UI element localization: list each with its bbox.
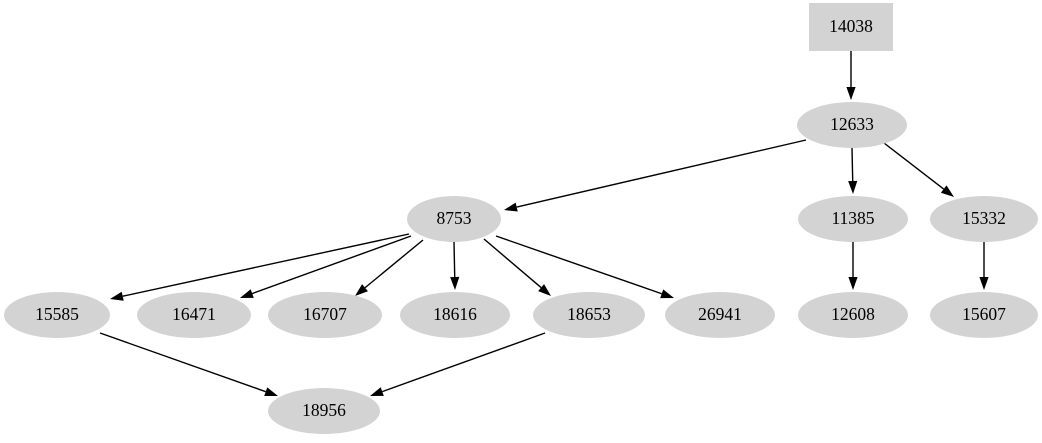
graph-edge-arrowhead-11385-to-12608 bbox=[848, 277, 858, 290]
graph-edge-arrowhead-18653-to-18956 bbox=[370, 387, 384, 396]
graph-node-15585[interactable]: 15585 bbox=[4, 292, 110, 338]
graph-node-15332[interactable]: 15332 bbox=[930, 196, 1038, 242]
node-shape-ellipse-16471[interactable] bbox=[137, 292, 251, 338]
graph-edge-arrowhead-14038-to-12633 bbox=[846, 87, 856, 100]
node-shape-ellipse-15607[interactable] bbox=[930, 292, 1038, 338]
edges-layer bbox=[99, 51, 989, 396]
graph-edge-12633-to-11385 bbox=[851, 147, 854, 182]
graph-node-12633[interactable]: 12633 bbox=[797, 102, 907, 148]
graph-node-18616[interactable]: 18616 bbox=[400, 292, 510, 338]
graph-edge-arrowhead-12633-to-11385 bbox=[848, 180, 858, 194]
graph-edge-arrowhead-8753-to-26941 bbox=[660, 289, 674, 299]
node-shape-ellipse-18956[interactable] bbox=[268, 388, 380, 434]
node-shape-ellipse-26941[interactable] bbox=[665, 292, 775, 338]
graph-node-16707[interactable]: 16707 bbox=[268, 292, 382, 338]
graph-edge-arrowhead-8753-to-18616 bbox=[450, 276, 460, 290]
graph-edge-arrowhead-8753-to-15585 bbox=[110, 291, 124, 301]
node-shape-ellipse-12633[interactable] bbox=[797, 102, 907, 148]
graph-edge-8753-to-15585 bbox=[122, 233, 410, 297]
graph-edge-8753-to-16471 bbox=[251, 235, 412, 295]
node-shape-ellipse-8753[interactable] bbox=[407, 196, 501, 242]
graph-node-14038[interactable]: 14038 bbox=[809, 3, 893, 51]
graph-edge-arrowhead-8753-to-18653 bbox=[538, 284, 551, 296]
graph-node-26941[interactable]: 26941 bbox=[665, 292, 775, 338]
node-shape-ellipse-12608[interactable] bbox=[798, 292, 908, 338]
graph-node-12608[interactable]: 12608 bbox=[798, 292, 908, 338]
graph-edge-8753-to-18616 bbox=[453, 241, 456, 278]
graph-edge-12633-to-8753 bbox=[516, 139, 807, 208]
graph-edge-18653-to-18956 bbox=[381, 332, 546, 393]
graph-edge-15585-to-18956 bbox=[99, 332, 266, 393]
graph-node-15607[interactable]: 15607 bbox=[930, 292, 1038, 338]
node-shape-rect-14038[interactable] bbox=[809, 3, 893, 51]
node-shape-ellipse-15585[interactable] bbox=[4, 292, 110, 338]
graph-node-11385[interactable]: 11385 bbox=[798, 196, 908, 242]
graph-node-18653[interactable]: 18653 bbox=[533, 292, 645, 338]
graph-edge-8753-to-26941 bbox=[495, 235, 662, 295]
graph-edge-arrowhead-8753-to-16707 bbox=[355, 284, 368, 296]
graph-edge-arrowhead-12633-to-8753 bbox=[504, 202, 518, 212]
node-shape-ellipse-11385[interactable] bbox=[798, 196, 908, 242]
graph-edge-arrowhead-8753-to-16471 bbox=[240, 289, 254, 298]
graph-edge-8753-to-16707 bbox=[364, 239, 424, 289]
graph-node-16471[interactable]: 16471 bbox=[137, 292, 251, 338]
graph-edge-arrowhead-12633-to-15332 bbox=[940, 185, 954, 197]
graph-edge-8753-to-18653 bbox=[483, 238, 542, 289]
graph-node-8753[interactable]: 8753 bbox=[407, 196, 501, 242]
node-shape-ellipse-15332[interactable] bbox=[930, 196, 1038, 242]
graph-node-18956[interactable]: 18956 bbox=[268, 388, 380, 434]
nodes-layer: 14038 12633 8753 11385 15332 15585 16471 16707 1… bbox=[4, 3, 1038, 434]
graph-edge-12633-to-15332 bbox=[883, 142, 945, 190]
node-shape-ellipse-18653[interactable] bbox=[533, 292, 645, 338]
graph-edge-arrowhead-15585-to-18956 bbox=[264, 387, 278, 396]
node-shape-ellipse-16707[interactable] bbox=[268, 292, 382, 338]
node-shape-ellipse-18616[interactable] bbox=[400, 292, 510, 338]
graph-edge-arrowhead-15332-to-15607 bbox=[979, 277, 989, 290]
